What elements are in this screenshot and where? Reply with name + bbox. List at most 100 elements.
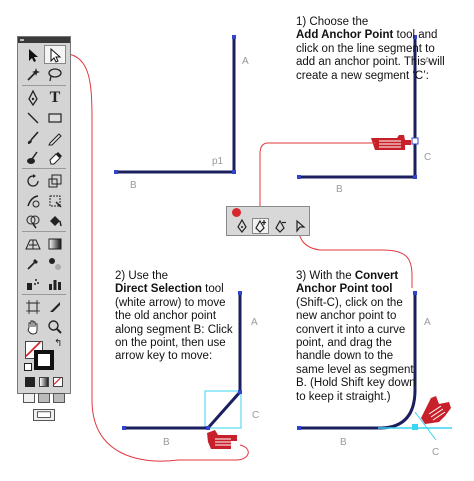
screen-mode-button[interactable] [33, 409, 55, 421]
screen-mode-icon [37, 411, 51, 418]
step2-tool-name: Direct Selection [115, 283, 202, 296]
convert-anchor-point-tool[interactable] [291, 218, 308, 234]
pencil-tool[interactable] [44, 128, 66, 147]
instruction-step-2: 2) Use the Direct Selection tool (white … [115, 270, 241, 364]
label-b-bottomleft: B [163, 437, 170, 448]
pencil-icon [48, 132, 62, 145]
curve-anchor-point [412, 424, 418, 430]
shape-builder-icon [26, 215, 40, 228]
paintbrush-icon [27, 130, 39, 144]
white-arrow-icon [50, 47, 62, 63]
delete-anchor-point-tool[interactable] [272, 218, 289, 234]
rotate-icon [27, 173, 39, 187]
toolbar-separator [22, 231, 66, 232]
diagram-convert-anchor [297, 291, 452, 441]
step2-prefix: 2) Use the [115, 270, 169, 282]
rotate-tool[interactable] [22, 171, 44, 190]
warp-icon [27, 194, 40, 207]
new-anchor-point [411, 137, 419, 145]
anchor-point [232, 35, 236, 39]
paint-bucket-icon [50, 215, 62, 226]
selection-tool[interactable] [22, 45, 44, 64]
none-button[interactable] [53, 377, 63, 387]
magic-wand-tool[interactable] [22, 65, 44, 84]
black-arrow-icon [29, 48, 38, 62]
slice-tool[interactable] [44, 297, 66, 316]
label-c-bottomright: C [432, 447, 439, 458]
label-a-topleft: A [242, 56, 249, 67]
label-a-bottomleft: A [251, 317, 258, 328]
draw-inside-button[interactable] [53, 393, 65, 403]
default-fill-stroke-icon[interactable] [24, 363, 32, 371]
blob-brush-tool[interactable] [22, 148, 44, 167]
close-icon[interactable] [232, 208, 241, 217]
diagram-original-path [114, 35, 236, 174]
anchor-point [413, 35, 417, 39]
zoom-magnifier-icon [48, 319, 62, 334]
pen-plus-icon [254, 219, 266, 233]
convert-anchor-icon [295, 219, 306, 233]
artboard-icon [26, 299, 40, 314]
step1-tool-name: Add Anchor Point [296, 29, 394, 42]
swap-fill-stroke-icon[interactable]: ↰ [54, 338, 63, 349]
anchor-point [114, 170, 118, 174]
toolbar-separator [22, 294, 66, 295]
free-transform-tool[interactable] [44, 191, 66, 210]
column-graph-icon [49, 279, 61, 290]
draw-behind-button[interactable] [38, 393, 50, 403]
toolbar-separator [22, 168, 66, 169]
symbol-sprayer-tool[interactable] [22, 274, 44, 293]
zoom-tool[interactable] [44, 317, 66, 336]
line-segment-tool[interactable] [22, 108, 44, 127]
pen-tools-panel [226, 206, 310, 236]
pen-nib-icon [28, 89, 38, 106]
slice-knife-icon [50, 301, 60, 312]
rectangle-icon [48, 112, 62, 123]
hand-tool[interactable] [22, 317, 44, 336]
step1-prefix: 1) Choose the [296, 16, 369, 28]
column-graph-tool[interactable] [44, 274, 66, 293]
anchor-point [413, 175, 417, 179]
blend-icon [49, 257, 61, 270]
anchor-point [122, 426, 126, 430]
tools-panel: T [17, 36, 71, 421]
pen-tool[interactable] [22, 88, 44, 107]
gradient-button[interactable] [39, 377, 49, 387]
type-tool[interactable]: T [44, 88, 66, 107]
scale-icon [48, 174, 62, 187]
add-anchor-point-tool[interactable] [252, 218, 269, 234]
magic-wand-icon [27, 67, 40, 81]
artboard-tool[interactable] [22, 297, 44, 316]
free-transform-icon [49, 195, 62, 208]
pen-tool-option[interactable] [233, 218, 250, 234]
pointing-hand-icon [371, 135, 411, 150]
direct-selection-tool[interactable] [44, 45, 66, 64]
shape-builder-tool[interactable] [22, 211, 44, 230]
type-glyph: T [49, 88, 61, 106]
draw-normal-button[interactable] [23, 393, 35, 403]
color-button[interactable] [25, 377, 35, 387]
pen-nib-icon [236, 219, 247, 233]
blend-tool[interactable] [44, 254, 66, 273]
anchor-point [206, 426, 210, 430]
label-b-topleft: B [130, 180, 137, 191]
paintbrush-tool[interactable] [22, 128, 44, 147]
scale-tool[interactable] [44, 171, 66, 190]
pen-minus-icon [274, 219, 286, 233]
rectangle-tool[interactable] [44, 108, 66, 127]
label-a-topright: A [424, 56, 431, 67]
anchor-point [238, 390, 242, 394]
step3-prefix: 3) With the [296, 270, 352, 282]
warp-tool[interactable] [22, 191, 44, 210]
stroke-swatch[interactable] [34, 350, 54, 370]
perspective-grid-icon [25, 239, 41, 249]
eraser-tool[interactable] [44, 148, 66, 167]
eyedropper-tool[interactable] [22, 254, 44, 273]
live-paint-bucket-tool[interactable] [44, 211, 66, 230]
gradient-tool[interactable] [44, 234, 66, 253]
eyedropper-icon [27, 258, 38, 270]
panel-grip[interactable] [18, 37, 70, 43]
perspective-grid-tool[interactable] [22, 234, 44, 253]
step3-tool-name: Convert Anchor Point tool [296, 270, 399, 296]
lasso-tool[interactable] [44, 65, 66, 84]
